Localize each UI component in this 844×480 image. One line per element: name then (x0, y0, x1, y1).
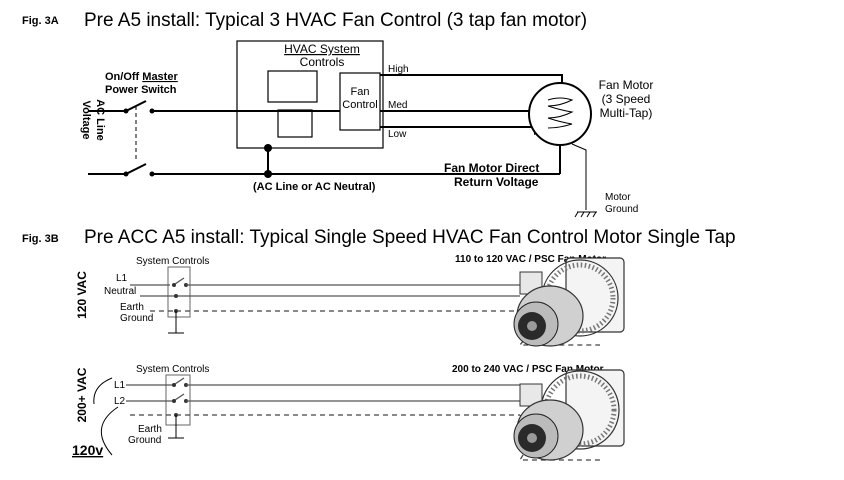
return-voltage-label-2: Return Voltage (454, 175, 539, 189)
master-switch-label: On/Off Master (105, 71, 178, 83)
tap-med-label: Med (388, 100, 407, 111)
return-voltage-label: Fan Motor Direct (444, 161, 539, 175)
tap-high-label: High (388, 64, 409, 75)
ac-line-voltage-label: AC Line Voltage (80, 99, 106, 141)
fig-3a-title: Pre A5 install: Typical 3 HVAC Fan Contr… (84, 10, 587, 31)
fan-motor-label-2: (3 Speed (602, 92, 651, 106)
hvac-controls-title-2: Controls (300, 55, 345, 69)
psc-fan-motor-bottom (513, 369, 625, 461)
neutral-label-top: Neutral (104, 286, 136, 297)
system-controls-box-top (167, 266, 191, 318)
motor-label-bottom: 200 to 240 VAC / PSC Fan Motor (452, 364, 604, 375)
fan-control-label: Fan (351, 86, 370, 98)
fan-motor-3-speed (528, 82, 592, 174)
motor-label-top: 110 to 120 VAC / PSC Fan Motor (455, 254, 606, 265)
l1-label-bottom: L1 (114, 380, 126, 391)
system-controls-label-top: System Controls (136, 256, 209, 267)
fig-3b-title: Pre ACC A5 install: Typical Single Speed… (84, 227, 736, 248)
earth-label-bottom: Earth (138, 424, 162, 435)
motor-ground-label: Motor (605, 192, 631, 203)
fan-motor-label: Fan Motor (599, 78, 654, 92)
svg-text:Voltage: Voltage (80, 101, 92, 140)
motor-ground (571, 143, 597, 218)
control-module-a (267, 70, 318, 103)
fan-control-label-2: Control (342, 99, 377, 111)
note-120v: 120v (72, 442, 103, 458)
l1-label-top: L1 (116, 273, 128, 284)
voltage-120-label: 120 VAC (75, 271, 89, 319)
earth-label-top: Earth (120, 302, 144, 313)
master-switch-label-2: Power Switch (105, 84, 177, 96)
motor-ground-label-2: Ground (605, 204, 638, 215)
fig-3b-label: Fig. 3B (22, 233, 59, 245)
fig-3a-label: Fig. 3A (22, 15, 59, 27)
system-controls-label-bottom: System Controls (136, 364, 209, 375)
fan-motor-label-3: Multi-Tap) (600, 106, 653, 120)
control-module-b (277, 109, 313, 138)
system-controls-box-bottom (165, 374, 191, 426)
ground-label-top: Ground (120, 313, 153, 324)
hvac-controls-title: HVAC System (284, 42, 360, 56)
psc-fan-motor-top (513, 257, 625, 347)
tap-low-label: Low (388, 129, 407, 140)
svg-text:AC Line: AC Line (94, 99, 106, 141)
ground-label-bottom: Ground (128, 435, 161, 446)
master-power-switch (88, 100, 155, 177)
voltage-200-label: 200+ VAC (75, 367, 89, 422)
neutral-note: (AC Line or AC Neutral) (253, 181, 376, 193)
fan-control-module (339, 72, 381, 131)
l2-label-bottom: L2 (114, 396, 126, 407)
